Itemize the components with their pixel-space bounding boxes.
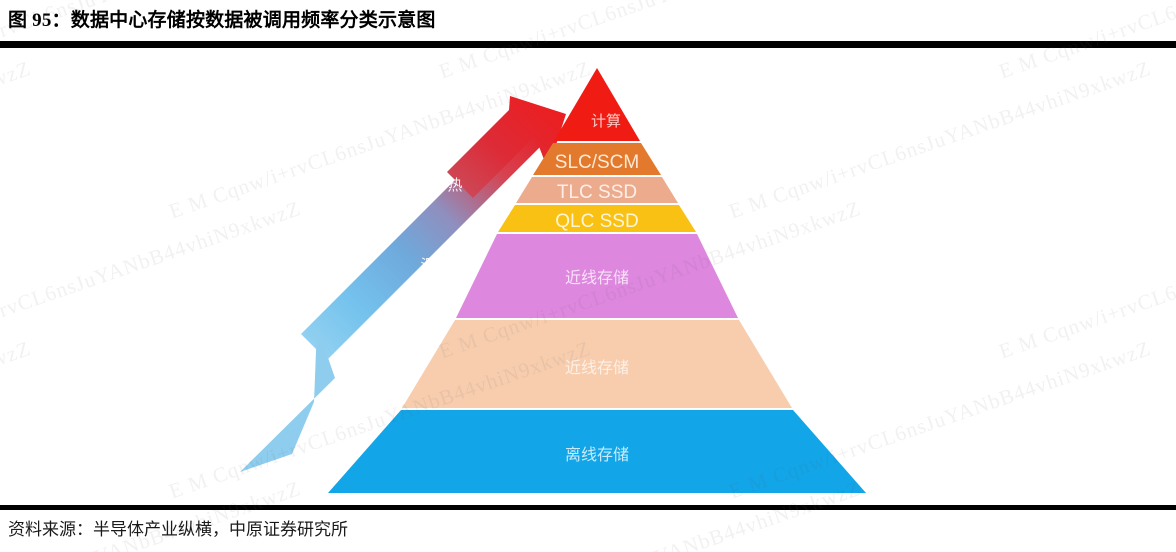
pyramid-layer-5 bbox=[402, 320, 792, 408]
arrow-head-cold bbox=[240, 326, 335, 472]
footer-divider bbox=[0, 505, 1176, 510]
layer-label-nearline-2: 近线存储 bbox=[565, 359, 629, 377]
pyramid-layer-0 bbox=[554, 68, 640, 141]
pyramid-layer-1 bbox=[533, 143, 661, 175]
layer-label-nearline-1: 近线存储 bbox=[565, 269, 629, 287]
temperature-gradient-arrow bbox=[240, 96, 566, 472]
storage-pyramid-diagram: 计算 SLC/SCM TLC SSD QLC SSD 近线存储 近线存储 离线存… bbox=[0, 50, 1176, 502]
layer-label-slc-scm: SLC/SCM bbox=[555, 152, 639, 173]
arrow-label-cool: 凉 bbox=[358, 350, 373, 367]
layer-label-compute: 计算 bbox=[591, 112, 621, 130]
arrow-label-hot: 热 bbox=[447, 177, 462, 194]
pyramid-layers bbox=[328, 68, 866, 493]
source-note: 资料来源：半导体产业纵横，中原证券研究所 bbox=[8, 520, 348, 539]
pyramid-layer-4 bbox=[456, 234, 738, 318]
arrow-temperature-labels: 热 温 凉 冷 bbox=[297, 177, 462, 457]
pyramid-layer-6 bbox=[328, 410, 866, 493]
pyramid-layer-2 bbox=[516, 177, 678, 203]
layer-label-tlc-ssd: TLC SSD bbox=[557, 182, 637, 203]
pyramid-layer-labels: 计算 SLC/SCM TLC SSD QLC SSD 近线存储 近线存储 离线存… bbox=[555, 112, 639, 464]
header-divider bbox=[0, 41, 1176, 48]
pyramid-layer-3 bbox=[498, 205, 696, 232]
arrow-label-warm: 温 bbox=[420, 257, 435, 274]
layer-label-offline: 离线存储 bbox=[565, 446, 629, 464]
arrow-label-cold: 冷 bbox=[297, 440, 312, 457]
layer-label-qlc-ssd: QLC SSD bbox=[555, 211, 638, 232]
arrow-head-hot bbox=[447, 96, 566, 198]
page-title: 图 95：数据中心存储按数据被调用频率分类示意图 bbox=[8, 10, 436, 31]
